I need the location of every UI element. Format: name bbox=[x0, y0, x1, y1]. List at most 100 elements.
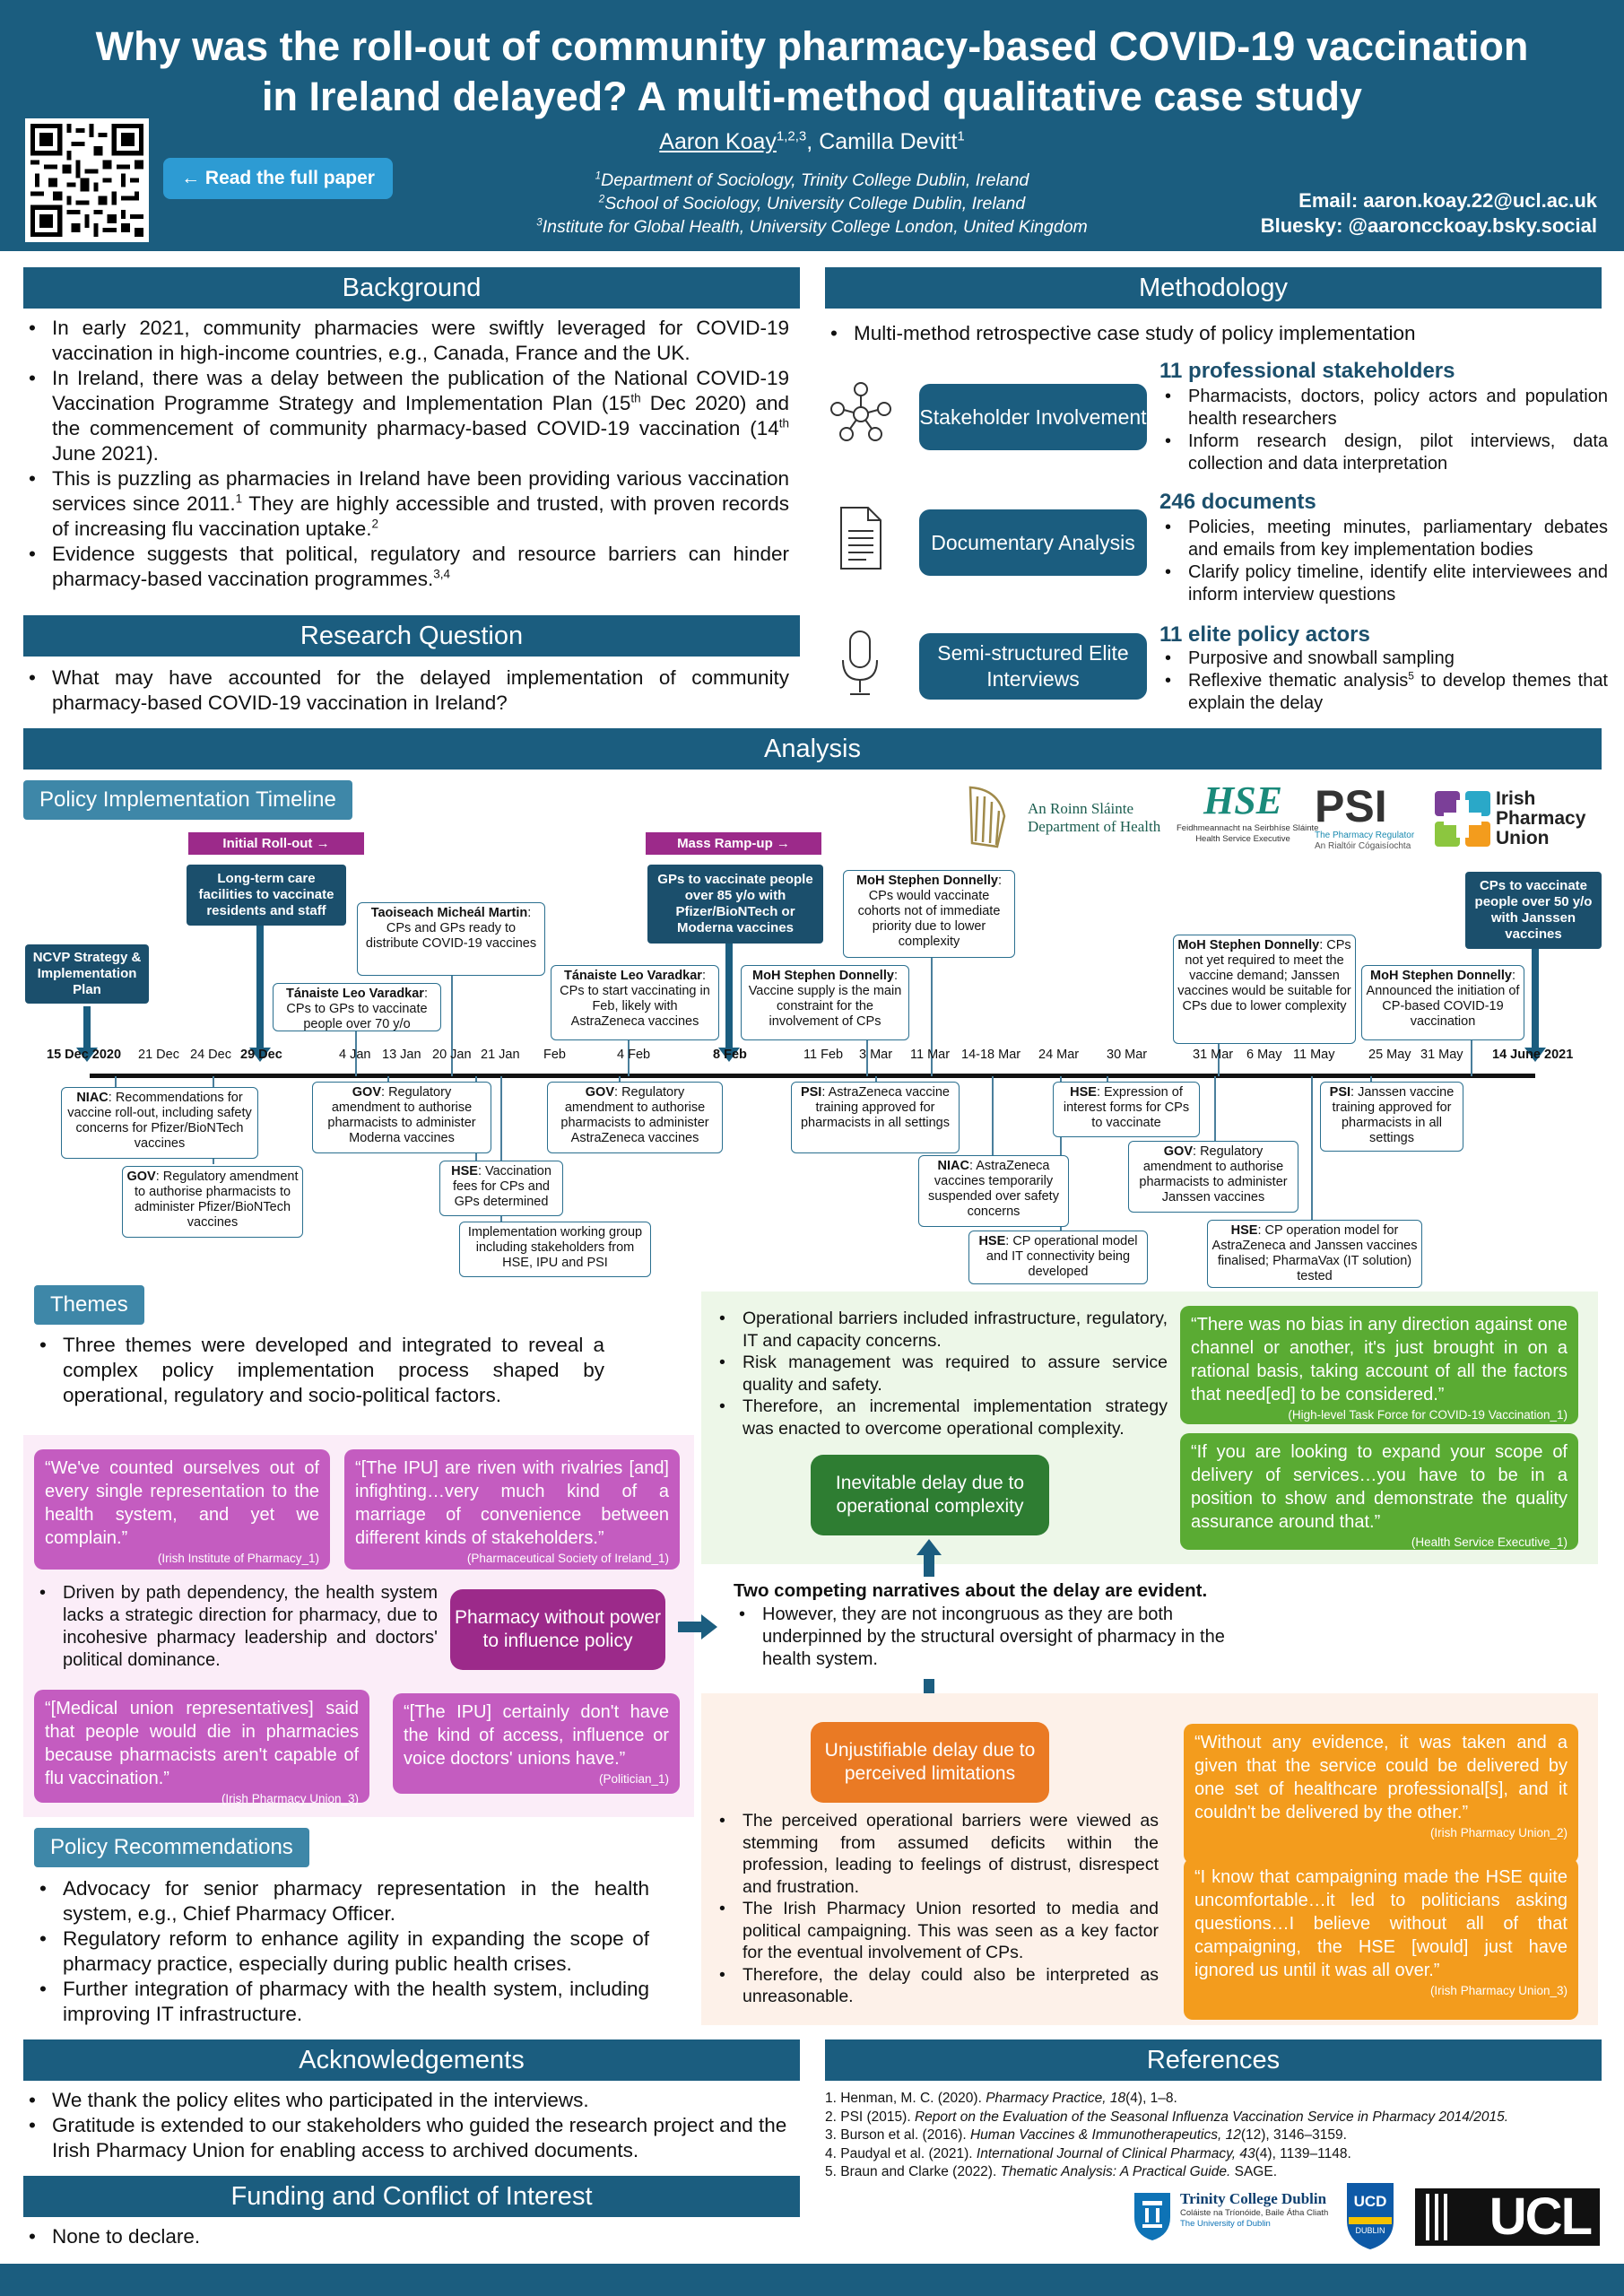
hse-event-3: HSE: Expression of interest forms for CP… bbox=[1053, 1082, 1200, 1137]
arrow-down-icon bbox=[249, 1048, 271, 1062]
date-label: 13 Jan bbox=[382, 1048, 421, 1062]
stakeholder-list: Pharmacists, doctors, policy actors and … bbox=[1159, 386, 1608, 475]
funding-list: None to declare. bbox=[23, 2224, 800, 2249]
microphone-icon bbox=[842, 631, 878, 695]
quote-politician: “[The IPU] certainly don't have the kind… bbox=[393, 1693, 680, 1794]
author-aaron-koay[interactable]: Aaron Koay bbox=[659, 129, 777, 154]
varadkar-event-2: Tánaiste Leo Varadkar: CPs to start vacc… bbox=[551, 965, 719, 1040]
date-label: 4 Jan bbox=[339, 1048, 371, 1062]
contact-info: Email: aaron.koay.22@ucl.ac.uk Bluesky: … bbox=[1261, 188, 1597, 239]
date-label: 31 May bbox=[1420, 1048, 1463, 1062]
quote-hse: “If you are looking to expand your scope… bbox=[1180, 1433, 1578, 1550]
document-icon bbox=[840, 507, 881, 570]
niac-event-2: NIAC: AstraZeneca vaccines temporarily s… bbox=[918, 1155, 1069, 1227]
arrow-down-icon bbox=[76, 1048, 98, 1062]
quote-taskforce: “There was no bias in any direction agai… bbox=[1180, 1306, 1578, 1424]
varadkar-event-1: Tánaiste Leo Varadkar: CPs to GPs to vac… bbox=[273, 983, 441, 1031]
operational-list: Operational barriers included infrastruc… bbox=[714, 1308, 1168, 1439]
hse-event-1: HSE: Vaccination fees for CPs and GPs de… bbox=[439, 1161, 563, 1216]
timeline-axis bbox=[90, 1074, 1535, 1078]
long-term-care-event: Long-term care facilities to vaccinate r… bbox=[187, 865, 346, 926]
date-label: 14-18 Mar bbox=[961, 1048, 1021, 1062]
analysis-heading: Analysis bbox=[23, 728, 1602, 770]
cp-over-50-event: CPs to vaccinate people over 50 y/o with… bbox=[1465, 872, 1602, 949]
elite-interviews-pill: Semi-structured Elite Interviews bbox=[919, 633, 1147, 700]
stakeholder-involvement-pill: Stakeholder Involvement bbox=[919, 384, 1147, 450]
documentary-analysis-pill: Documentary Analysis bbox=[919, 509, 1147, 576]
unjustifiable-delay-pill: Unjustifiable delay due to perceived lim… bbox=[811, 1722, 1049, 1803]
funding-heading: Funding and Conflict of Interest bbox=[23, 2176, 800, 2217]
qr-code[interactable] bbox=[25, 118, 149, 242]
date-label: 11 Feb bbox=[803, 1048, 844, 1062]
arrow-up-icon bbox=[916, 1539, 942, 1577]
date-label: 31 Mar bbox=[1193, 1048, 1234, 1062]
poster-title: Why was the roll-out of community pharma… bbox=[95, 23, 1529, 119]
working-group-event: Implementation working group including s… bbox=[459, 1222, 651, 1277]
department-of-health-logo: An Roinn Sláinte Department of Health bbox=[960, 780, 1175, 852]
reference-item: 5. Braun and Clarke (2022). Thematic Ana… bbox=[825, 2164, 1277, 2179]
psi-event-1: PSI: AstraZeneca vaccine training approv… bbox=[791, 1082, 960, 1153]
quote-iip: “We've counted ourselves out of every si… bbox=[34, 1449, 330, 1570]
poster-header: Why was the roll-out of community pharma… bbox=[0, 0, 1624, 251]
themes-intro-list: Three themes were developed and integrat… bbox=[34, 1333, 604, 1408]
elite-actors-count: 11 elite policy actors bbox=[1159, 622, 1370, 647]
quote-ipu-3b: “I know that campaigning made the HSE qu… bbox=[1184, 1858, 1578, 2020]
background-list: In early 2021, community pharmacies were… bbox=[23, 316, 789, 592]
timeline-stem bbox=[83, 1006, 91, 1053]
gov-event-4: GOV: Regulatory amendment to authorise p… bbox=[1128, 1141, 1298, 1213]
timeline-stem bbox=[725, 944, 733, 1053]
bluesky-handle[interactable]: Bluesky: @aaroncckoay.bsky.social bbox=[1260, 214, 1597, 237]
background-bullet: Evidence suggests that political, regula… bbox=[23, 542, 789, 592]
date-label: 11 Mar bbox=[910, 1048, 951, 1062]
niac-event-1: NIAC: Recommendations for vaccine roll-o… bbox=[61, 1087, 258, 1159]
footer-bar bbox=[0, 2264, 1624, 2296]
research-question: What may have accounted for the delayed … bbox=[23, 665, 789, 716]
email[interactable]: Email: aaron.koay.22@ucl.ac.uk bbox=[1298, 189, 1597, 212]
path-dependency-list: Driven by path dependency, the health sy… bbox=[34, 1582, 438, 1672]
date-label: 15 Dec 2020 bbox=[47, 1048, 122, 1062]
research-question-heading: Research Question bbox=[23, 615, 800, 657]
ucd-shield-icon bbox=[1347, 2183, 1394, 2249]
date-label: 20 Jan bbox=[432, 1048, 472, 1062]
documents-list: Policies, meeting minutes, parliamentary… bbox=[1159, 517, 1608, 606]
date-label: 6 May bbox=[1246, 1048, 1282, 1062]
ucd-logo: UCD DUBLIN bbox=[1345, 2181, 1395, 2251]
date-label: 4 Feb bbox=[617, 1048, 651, 1062]
narratives-heading: Two competing narratives about the delay… bbox=[734, 1580, 1208, 1601]
martin-event: Taoiseach Micheál Martin: CPs and GPs re… bbox=[357, 902, 545, 976]
tcd-crest-icon bbox=[1134, 2193, 1170, 2240]
reference-item: 3. Burson et al. (2016). Human Vaccines … bbox=[825, 2127, 1347, 2143]
timeline-tab: Policy Implementation Timeline bbox=[23, 780, 352, 820]
arrow-right-icon bbox=[678, 1614, 717, 1639]
quote-psi: “[The IPU] are riven with rivalries [and… bbox=[344, 1449, 680, 1570]
harp-icon bbox=[968, 786, 1006, 848]
read-full-paper-button[interactable]: ← Read the full paper bbox=[163, 158, 393, 199]
research-question-list: What may have accounted for the delayed … bbox=[23, 665, 789, 716]
gp-over-85-event: GPs to vaccinate people over 85 y/o with… bbox=[647, 865, 823, 944]
hse-event-2: HSE: CP operational model and IT connect… bbox=[968, 1231, 1148, 1284]
donnelly-event-3: MoH Stephen Donnelly: CPs not yet requir… bbox=[1173, 935, 1356, 1044]
acknowledgements-heading: Acknowledgements bbox=[23, 2039, 800, 2081]
date-label: 11 May bbox=[1293, 1048, 1335, 1062]
themes-tab: Themes bbox=[34, 1285, 144, 1325]
methodology-intro: Multi-method retrospective case study of… bbox=[825, 321, 1602, 346]
date-label: 29 Dec bbox=[240, 1048, 282, 1062]
date-label: 3 Mar bbox=[859, 1048, 893, 1062]
methodology-heading: Methodology bbox=[825, 267, 1602, 309]
date-label: 24 Dec bbox=[190, 1048, 231, 1062]
interviews-list: Purposive and snowball sampling Reflexiv… bbox=[1159, 648, 1608, 715]
date-label: 8 Feb bbox=[713, 1048, 747, 1062]
stakeholders-count: 11 professional stakeholders bbox=[1159, 359, 1455, 383]
timeline-stem bbox=[256, 926, 264, 1053]
narratives-list: However, they are not incongruous as the… bbox=[734, 1604, 1232, 1671]
date-label: 21 Jan bbox=[481, 1048, 520, 1062]
inevitable-delay-pill: Inevitable delay due to operational comp… bbox=[811, 1455, 1049, 1535]
reference-item: 2. PSI (2015). Report on the Evaluation … bbox=[825, 2109, 1508, 2125]
mass-rampup-tag: Mass Ramp-up → bbox=[646, 832, 821, 855]
authors: Aaron Koay1,2,3, Camilla Devitt1 bbox=[659, 128, 965, 154]
date-label: 14 June 2021 bbox=[1492, 1048, 1574, 1062]
psi-logo: PSI The Pharmacy Regulator An Rialtóir C… bbox=[1315, 781, 1415, 851]
date-label: Feb bbox=[543, 1048, 566, 1062]
gov-event-3: GOV: Regulatory amendment to authorise p… bbox=[547, 1082, 723, 1153]
hse-mark: HSE bbox=[1203, 778, 1283, 822]
